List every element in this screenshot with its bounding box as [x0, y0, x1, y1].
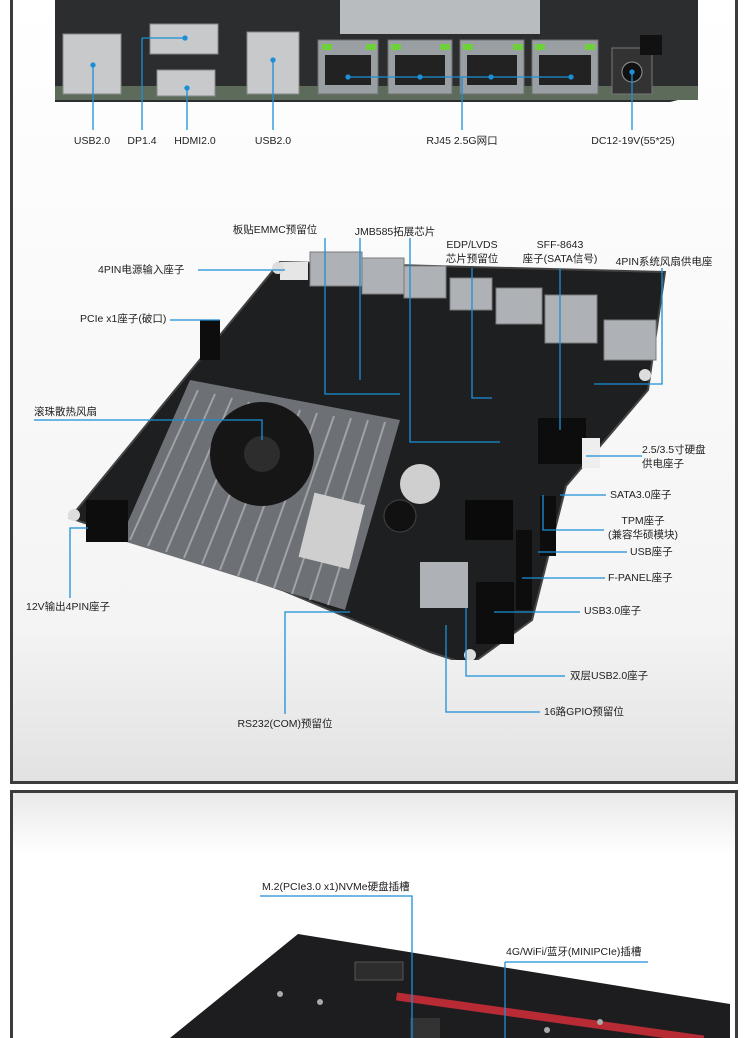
sff8643-label-line2: 座子(SATA信号) — [522, 253, 598, 265]
board-bottom-image — [170, 934, 730, 1038]
gpio-label: 16路GPIO预留位 — [544, 706, 624, 718]
dual-usb2-label: 双层USB2.0座子 — [570, 670, 649, 682]
board-leader-lines — [34, 238, 663, 714]
edp-label-line2: 芯片预留位 — [445, 253, 499, 265]
fan-power-label: 4PIN系统风扇供电座 — [615, 256, 713, 268]
tpm-label-line1: TPM座子 — [621, 515, 665, 527]
rj45-label: RJ45 2.5G网口 — [426, 135, 498, 147]
dp-label: DP1.4 — [127, 135, 157, 147]
usb-header-label: USB座子 — [630, 546, 673, 558]
sff8643-label-line1: SFF-8643 — [536, 239, 584, 251]
usb2-left-label: USB2.0 — [73, 135, 111, 147]
pcie-label: PCIe x1座子(破口) — [80, 313, 167, 325]
rs232-label: RS232(COM)预留位 — [237, 718, 333, 730]
minipcie-slot-label: 4G/WiFi/蓝牙(MINIPCIe)插槽 — [506, 946, 642, 958]
hdmi-label: HDMI2.0 — [174, 135, 216, 147]
dc-jack-label: DC12-19V(55*25) — [591, 135, 675, 147]
sata-label: SATA3.0座子 — [610, 489, 672, 501]
io-leader-lines — [90, 35, 635, 130]
12v-output-label: 12V输出4PIN座子 — [26, 601, 111, 613]
m2-slot-label: M.2(PCIe3.0 x1)NVMe硬盘插槽 — [262, 881, 410, 893]
usb2-right-label: USB2.0 — [254, 135, 292, 147]
fan-label: 滚珠散热风扇 — [34, 406, 97, 418]
hdd-power-label-line2: 供电座子 — [642, 458, 684, 470]
tpm-label-line2: (兼容华硕模块) — [608, 529, 678, 541]
motherboard-image — [68, 251, 667, 660]
fpanel-label: F-PANEL座子 — [608, 572, 673, 584]
power-input-label: 4PIN电源输入座子 — [98, 264, 185, 276]
hdd-power-label-line1: 2.5/3.5寸硬盘 — [642, 444, 706, 456]
jmb585-label: JMB585拓展芯片 — [354, 226, 436, 238]
emmc-label: 板贴EMMC预留位 — [232, 224, 318, 236]
edp-label-line1: EDP/LVDS — [446, 239, 498, 251]
usb3-header-label: USB3.0座子 — [584, 605, 642, 617]
